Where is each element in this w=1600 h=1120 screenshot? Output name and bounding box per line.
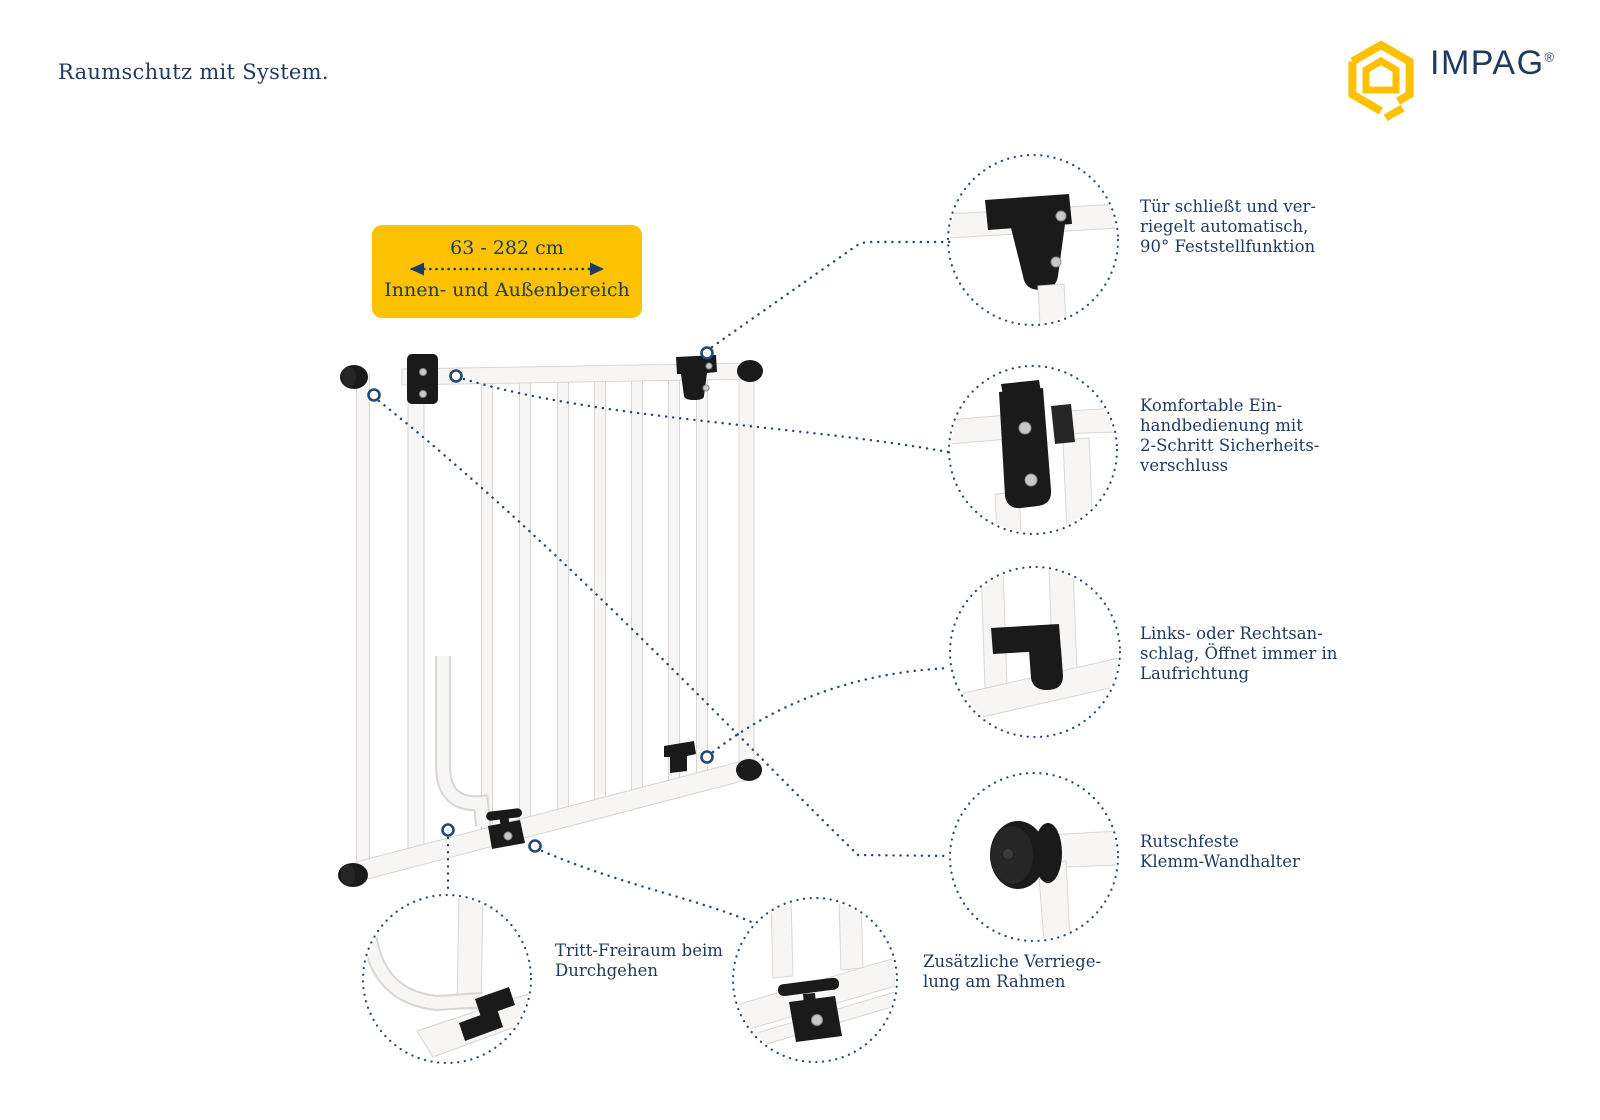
callout-text-one-hand-operation: Komfortable Ein- handbedienung mit 2-Sch… — [1140, 396, 1320, 475]
anchor-point-door-auto-close — [700, 346, 714, 360]
anchor-point-left-right-opening — [700, 750, 714, 764]
gate-step-through-curve — [435, 656, 491, 827]
leader-line-one-hand-operation — [462, 377, 950, 454]
size-range-value: 63 - 282 cm — [450, 237, 564, 259]
gate-frame-lock — [486, 808, 525, 849]
size-range-badge: 63 - 282 cm Innen- und Außenbereich — [372, 225, 642, 318]
impag-hexagon-logo-icon — [1348, 40, 1414, 122]
gate-wall-clamp-caps — [338, 360, 763, 887]
brand-wordmark: IMPAG® — [1430, 44, 1555, 82]
brand-logo: IMPAG® — [1342, 40, 1572, 122]
gate-top-right-hinge — [676, 355, 717, 400]
anchor-point-step-clearance — [441, 823, 455, 837]
leader-line-door-auto-close — [710, 240, 952, 349]
gate-wall-spindle-bar — [356, 373, 370, 877]
anchor-point-non-slip-clamp — [367, 388, 381, 402]
callout-circle-extra-frame-lock — [731, 896, 899, 1064]
callout-circle-one-hand-operation — [947, 364, 1119, 536]
double-headed-arrow-icon — [410, 262, 604, 276]
anchor-points — [367, 346, 714, 853]
registered-mark: ® — [1544, 49, 1555, 65]
gate-top-left-hinge — [407, 354, 438, 404]
gate-right-upright — [738, 363, 755, 769]
callout-circle-step-clearance — [361, 893, 533, 1065]
callout-text-non-slip-clamp: Rutschfeste Klemm-Wandhalter — [1140, 832, 1300, 871]
callout-text-door-auto-close: Tür schließt und ver- riegelt automatisc… — [1140, 197, 1316, 256]
leader-line-extra-frame-lock — [540, 849, 758, 926]
callout-circle-door-auto-close — [946, 153, 1120, 327]
gate-corner-stop-bracket — [664, 741, 696, 773]
page-title: Raumschutz mit System. — [58, 60, 329, 84]
anchor-point-extra-frame-lock — [528, 839, 542, 853]
callout-circle-left-right-opening — [948, 565, 1122, 739]
callout-circle-non-slip-clamp — [948, 771, 1120, 943]
leader-lines — [377, 240, 952, 926]
usage-area-label: Innen- und Außenbereich — [384, 279, 630, 301]
callout-text-step-clearance: Tritt-Freiraum beim Durchgehen — [555, 941, 723, 980]
callout-text-extra-frame-lock: Zusätzliche Verriege- lung am Rahmen — [923, 952, 1102, 991]
callout-text-left-right-opening: Links- oder Rechtsan- schlag, Öffnet imm… — [1140, 624, 1338, 683]
anchor-point-one-hand-operation — [449, 369, 463, 383]
gate-left-upright — [407, 361, 425, 856]
safety-gate-photo — [338, 354, 763, 887]
